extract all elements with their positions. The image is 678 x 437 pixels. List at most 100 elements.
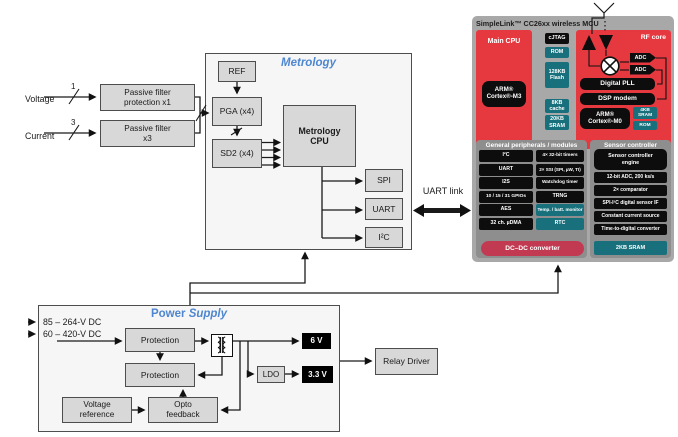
uart-box: UART: [365, 198, 403, 220]
protection-top-label: Protection: [140, 334, 180, 345]
rf-rom-label: ROM: [639, 122, 651, 128]
opto-line2: feedback: [166, 410, 200, 419]
rail-3v3-label: 3.3 V: [308, 369, 327, 379]
cortex-m0-box: ARM® Cortex®-M0: [580, 108, 630, 129]
cjtag-box: cJTAG: [545, 33, 569, 44]
periph-udma: 32 ch. µDMA: [479, 217, 533, 230]
power-title-word2: Supply: [188, 308, 228, 320]
sd2-label: SD2 (x4): [220, 148, 254, 159]
main-cpu-label: Main CPU: [487, 38, 521, 45]
vref-line2: reference: [79, 410, 115, 419]
flash-line2: Flash: [549, 75, 565, 81]
adc1-label: ADC: [634, 54, 647, 61]
mixer-icon: [600, 56, 620, 76]
cache-box: 8KB cache: [545, 99, 569, 113]
protection-bottom-label: Protection: [140, 369, 180, 380]
main-cpu-block: Main CPU ARM® Cortex®-M3: [476, 30, 532, 146]
rf-core-label: RF core: [640, 34, 666, 41]
sram20-box: 20KB SRAM: [545, 115, 569, 130]
protection-top-box: Protection: [125, 328, 195, 352]
sensor-sram-box: 2KB SRAM: [594, 241, 667, 255]
cortex-m3-box: ARM® Cortex®-M3: [482, 81, 526, 107]
sram20-line1: 20KB: [550, 116, 564, 123]
digital-pll-box: Digital PLL: [580, 78, 655, 90]
rx-amp-icon: [582, 35, 596, 50]
rom-label: ROM: [550, 49, 564, 56]
periph-watchdog: Watchdog timer: [536, 177, 584, 189]
periph-ssi: 2× SSI (SPI, µW, TI): [536, 163, 584, 176]
power-title-word1: Power: [150, 308, 186, 320]
sensor-comparator: 2× comparator: [594, 185, 667, 196]
tx-amp-icon: [599, 35, 613, 50]
ref-label: REF: [228, 66, 246, 77]
sensor-engine-box: Sensor controller engine: [594, 149, 667, 170]
cc26xx-mcu-block: SimpleLink™ CC26xx wireless MCU Main CPU…: [472, 16, 674, 262]
dcdc-converter-bar: DC–DC converter: [481, 241, 584, 256]
dsp-modem-box: DSP modem: [580, 93, 655, 105]
cortex-m3-line2: Cortex®-M3: [486, 93, 522, 100]
ldo-box: LDO: [257, 366, 285, 383]
sd2-box: SD2 (x4): [212, 139, 262, 168]
cache-line1: 8KB: [551, 99, 563, 106]
filter2-line1: Passive filter: [124, 123, 171, 133]
sensor-spi-i2c: SPI-I²C digital sensor IF: [594, 198, 667, 209]
pga-box: PGA (x4): [212, 97, 262, 126]
rail-3v3-box: 3.3 V: [302, 366, 333, 383]
spi-box: SPI: [365, 169, 403, 192]
i2c-label: I²C: [378, 232, 390, 243]
sensor-adc: 12-bit ADC, 200 ks/s: [594, 172, 667, 183]
transformer-icon: [211, 334, 233, 357]
metrology-title: Metrology: [281, 57, 336, 69]
periph-timers: 4× 32-bit timers: [536, 150, 584, 162]
flash-box: 128KB Flash: [545, 62, 569, 88]
ldo-label: LDO: [262, 369, 280, 379]
spi-label: SPI: [377, 175, 391, 186]
dsp-modem-label: DSP modem: [598, 95, 637, 103]
voltage-wire-count: 1: [71, 82, 76, 91]
opto-feedback-box: Opto feedback: [148, 397, 218, 423]
passive-filter-protection-box: Passive filter protection x1: [100, 84, 195, 111]
protection-bottom-box: Protection: [125, 363, 195, 387]
cortex-m3-line1: ARM®: [494, 86, 514, 94]
relay-driver-box: Relay Driver: [375, 348, 438, 375]
digital-pll-label: Digital PLL: [600, 80, 635, 88]
sensor-tdc: Time-to-digital converter: [594, 224, 667, 235]
periph-rtc: RTC: [536, 217, 584, 230]
ps-input2-label: 60 – 420-V DC: [43, 329, 102, 339]
filter1-line1: Passive filter: [124, 87, 171, 97]
vref-line1: Voltage: [83, 400, 111, 410]
cjtag-label: cJTAG: [548, 35, 566, 42]
sram4-line2: SRAM: [637, 113, 653, 118]
filter1-line2: protection x1: [124, 97, 171, 107]
metrology-cpu-box: Metrology CPU: [283, 105, 356, 167]
ps-input1-label: 85 – 264-V DC: [43, 317, 102, 327]
current-wire-count: 3: [71, 118, 76, 127]
general-peripherals-header: General peripherals / modules: [485, 142, 578, 149]
rail-6v-label: 6 V: [310, 336, 323, 346]
pga-label: PGA (x4): [219, 106, 255, 117]
metrology-cpu-line2: CPU: [310, 136, 329, 146]
voltage-label: Voltage: [25, 94, 55, 104]
i2c-box: I²C: [365, 227, 403, 248]
passive-filter-x3-box: Passive filter x3: [100, 120, 195, 147]
cortex-m0-line2: Cortex®-M0: [588, 118, 622, 125]
periph-aes: AES: [479, 204, 533, 216]
transformer-coils: [217, 336, 226, 354]
sensor-controller-header: Sensor controller: [604, 142, 657, 149]
adc2-box: ADC: [630, 65, 656, 75]
cache-line2: cache: [549, 106, 565, 112]
adc1-box: ADC: [630, 53, 656, 63]
rf-core-block: RF core ADC ADC Digital PLL DSP modem AR…: [576, 30, 671, 149]
periph-uart: UART: [479, 163, 533, 176]
voltage-reference-box: Voltage reference: [62, 397, 132, 423]
filter2-line2: x3: [143, 133, 152, 143]
periph-gpios: 10 / 15 / 31 GPIOs: [479, 190, 533, 203]
mcu-title: SimpleLink™ CC26xx wireless MCU: [476, 19, 599, 28]
rom-box: ROM: [545, 47, 569, 58]
periph-i2s: I2S: [479, 177, 533, 189]
adc2-label: ADC: [634, 66, 647, 73]
ref-box: REF: [218, 61, 256, 82]
uart-link-label: UART link: [422, 186, 464, 196]
sram20-line2: SRAM: [549, 122, 565, 129]
